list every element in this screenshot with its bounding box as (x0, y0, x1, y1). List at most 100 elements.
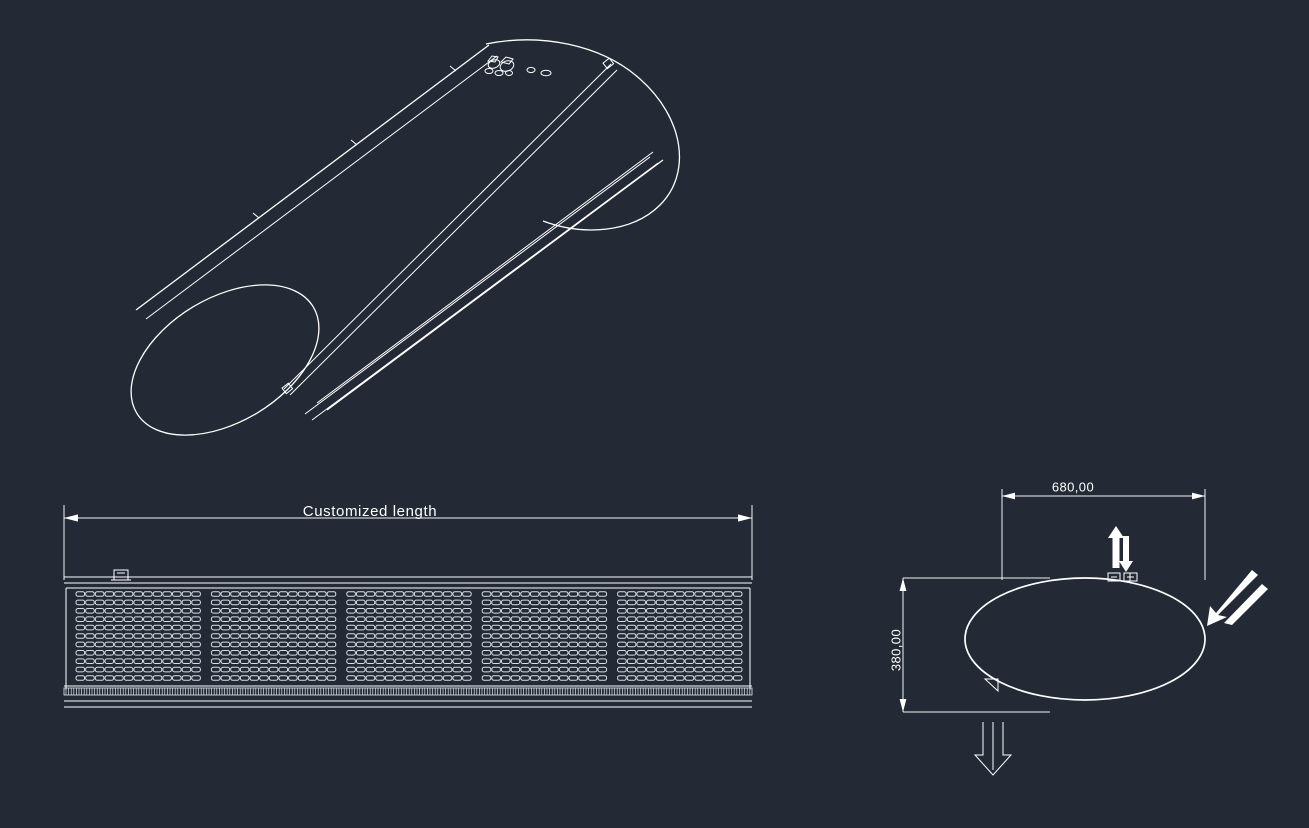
grille-louver (597, 666, 608, 673)
grille-louver (520, 608, 530, 614)
grille-louver (433, 666, 443, 673)
grille-louver (568, 591, 579, 597)
grille-louver (549, 666, 559, 673)
grille-louver (665, 675, 675, 681)
grille-louver (491, 608, 501, 614)
grille-louver (423, 658, 434, 665)
grille-louver (162, 641, 172, 648)
grille-louver (703, 650, 714, 656)
grille-louver (423, 624, 434, 631)
grille-louver (317, 624, 327, 631)
grille-louver (172, 666, 182, 673)
grille-louver (365, 591, 376, 597)
grille-louver (307, 650, 317, 656)
grille-louver (133, 675, 143, 681)
grille-louver (732, 633, 743, 639)
grille-louver (675, 666, 685, 673)
diagonal-airflow-arrow (1207, 570, 1268, 626)
grille-louver (326, 591, 337, 597)
grille-louver (104, 658, 115, 665)
grille-louver (587, 608, 598, 614)
grille-louver (133, 641, 143, 648)
grille-louver (152, 624, 163, 631)
grille-louver (655, 599, 666, 606)
grille-louver (491, 641, 501, 648)
grille-louver (133, 624, 143, 631)
grille-louver (578, 608, 588, 614)
grille-louver (665, 616, 675, 623)
grille-louver (384, 666, 395, 673)
grille-louver (288, 624, 298, 631)
grille-louver (375, 641, 385, 648)
grille-louver (355, 624, 366, 631)
grille-louver (133, 666, 143, 673)
grille-louver (297, 616, 308, 623)
grille-louver (210, 591, 221, 597)
bottom-strip-hatch (65, 688, 751, 695)
grille-louver (249, 633, 260, 639)
grille-louver (529, 658, 540, 665)
grille-louver (713, 650, 724, 656)
grille-louver (191, 608, 201, 614)
grille-louver (249, 675, 260, 681)
grille-louver (665, 624, 675, 631)
grille-louver (597, 616, 608, 623)
grille-louver (558, 616, 569, 623)
grille-louver (558, 633, 569, 639)
height-dim-arrow-bottom (899, 699, 907, 712)
grille-louver (249, 641, 260, 648)
grille-louver (481, 658, 492, 665)
intake-arrow-down-glyph (1119, 536, 1133, 572)
grille-louver (433, 599, 443, 606)
grille-louver (210, 650, 221, 656)
grille-louver (587, 675, 598, 681)
grille-louver (529, 616, 540, 623)
grille-louver (675, 608, 685, 614)
grille-louver (249, 599, 260, 606)
grille-louver (713, 599, 724, 606)
grille-louver (684, 658, 695, 665)
grille-louver (568, 650, 579, 656)
grille-louver (491, 675, 501, 681)
grille-louver (597, 608, 608, 614)
grille-louver (85, 599, 95, 606)
grille-louver (384, 591, 395, 597)
grille-louver (268, 599, 279, 606)
iso-connector-boss-1 (487, 58, 501, 70)
grille-louver (510, 675, 521, 681)
grille-louver (230, 650, 240, 656)
grille-louver (94, 591, 105, 597)
grille-louver (694, 599, 704, 606)
grille-louver (655, 608, 666, 614)
grille-louver (655, 650, 666, 656)
grille-louver (288, 599, 298, 606)
grille-louver (143, 624, 153, 631)
grille-louver (501, 666, 511, 673)
grille-louver (94, 608, 105, 614)
grille-louver (510, 624, 521, 631)
grille-louver (703, 624, 714, 631)
grille-louver (85, 658, 95, 665)
grille-louver (259, 641, 269, 648)
grille-louver (452, 675, 463, 681)
grille-louver (152, 650, 163, 656)
grille-louver (481, 591, 492, 597)
grille-louver (587, 599, 598, 606)
grille-louver (723, 675, 733, 681)
grille-louver (172, 624, 182, 631)
width-dimension-text: 680,00 (1052, 479, 1094, 494)
iso-connector-foot-1 (485, 69, 493, 74)
iso-connector-cluster (485, 56, 515, 76)
grille-louver (143, 599, 153, 606)
grille-louver (220, 641, 231, 648)
grille-louver (75, 591, 86, 597)
height-dimension-text: 380,00 (888, 629, 903, 671)
grille-louver (694, 650, 704, 656)
grille-louver (703, 641, 714, 648)
grille-louver (365, 608, 376, 614)
grille-louver (732, 675, 743, 681)
grille-louver (694, 666, 704, 673)
grille-louver (104, 650, 115, 656)
grille-louver (114, 658, 124, 665)
grille-louver (123, 608, 134, 614)
